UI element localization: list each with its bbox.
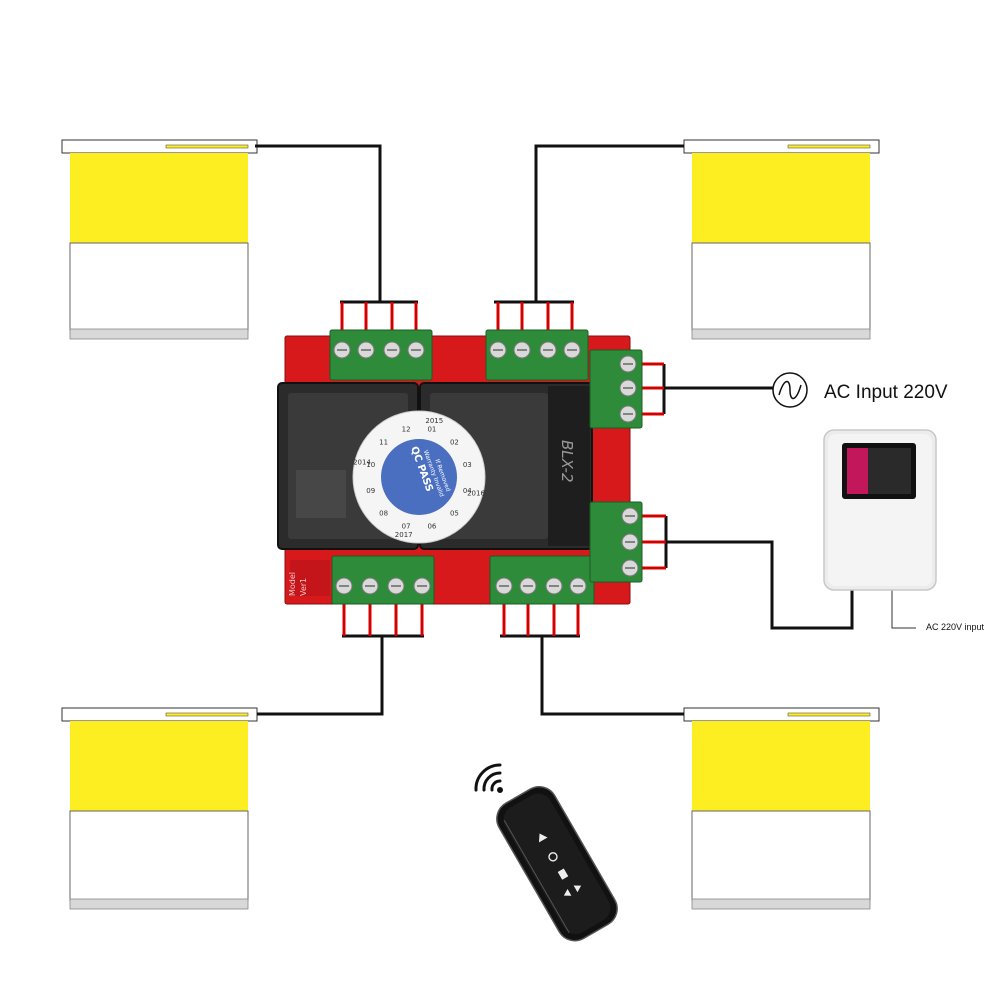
qc-month: 06 <box>427 522 436 530</box>
qc-month: 09 <box>366 487 375 495</box>
qc-year: 2017 <box>395 531 413 539</box>
power-icon[interactable] <box>548 851 559 862</box>
relay-controller-board: Model Ver1 BLX-2 QC PASS Warranty Invali… <box>277 329 643 605</box>
pcb-model-text: Model <box>288 572 297 596</box>
qc-sticker: QC PASS Warranty Invalid If Removed 0102… <box>352 410 486 544</box>
handheld-remote <box>496 786 618 942</box>
qc-month: 01 <box>427 426 436 434</box>
blind-top-left <box>61 139 258 340</box>
ac-input-label: AC Input 220V <box>824 382 948 403</box>
qc-month: 02 <box>450 439 459 447</box>
pcb-version-text: Ver1 <box>299 578 308 596</box>
ac-source-icon <box>772 372 808 408</box>
qc-month: 07 <box>402 522 411 530</box>
qc-month: 04 <box>463 487 472 495</box>
terminal-block-top-right <box>485 329 589 381</box>
qc-date-ring: 01 02 03 04 05 06 07 08 09 10 11 12 2014 2015 2016 2017 <box>353 417 485 539</box>
thin-ac-wire <box>891 590 916 629</box>
qc-month: 10 <box>366 461 375 469</box>
arrow-up-icon[interactable] <box>537 832 548 843</box>
blind-bottom-left <box>61 707 258 910</box>
qc-month: 05 <box>450 509 459 517</box>
terminal-block-top-left <box>329 329 433 381</box>
wall-touch-panel <box>823 429 937 591</box>
blind-top-right <box>683 139 880 340</box>
qc-month: 03 <box>463 461 472 469</box>
qc-year: 2014 <box>353 459 371 467</box>
terminal-screws <box>333 341 639 595</box>
qc-month: 12 <box>402 426 411 434</box>
relay-marking: BLX-2 <box>558 440 576 483</box>
terminal-block-bottom-left <box>331 555 435 605</box>
qc-year: 2016 <box>467 489 485 497</box>
arrow-left-right-icon[interactable] <box>563 883 582 897</box>
ac-input-small-label: AC 220V input <box>926 622 985 632</box>
wifi-signal-icon <box>474 763 503 793</box>
qc-month: 11 <box>379 439 388 447</box>
black-wires <box>255 144 854 716</box>
blind-bottom-right <box>683 707 880 910</box>
qc-month: 08 <box>379 509 388 517</box>
hand-icon[interactable] <box>557 868 569 880</box>
qc-year: 2015 <box>425 417 443 425</box>
